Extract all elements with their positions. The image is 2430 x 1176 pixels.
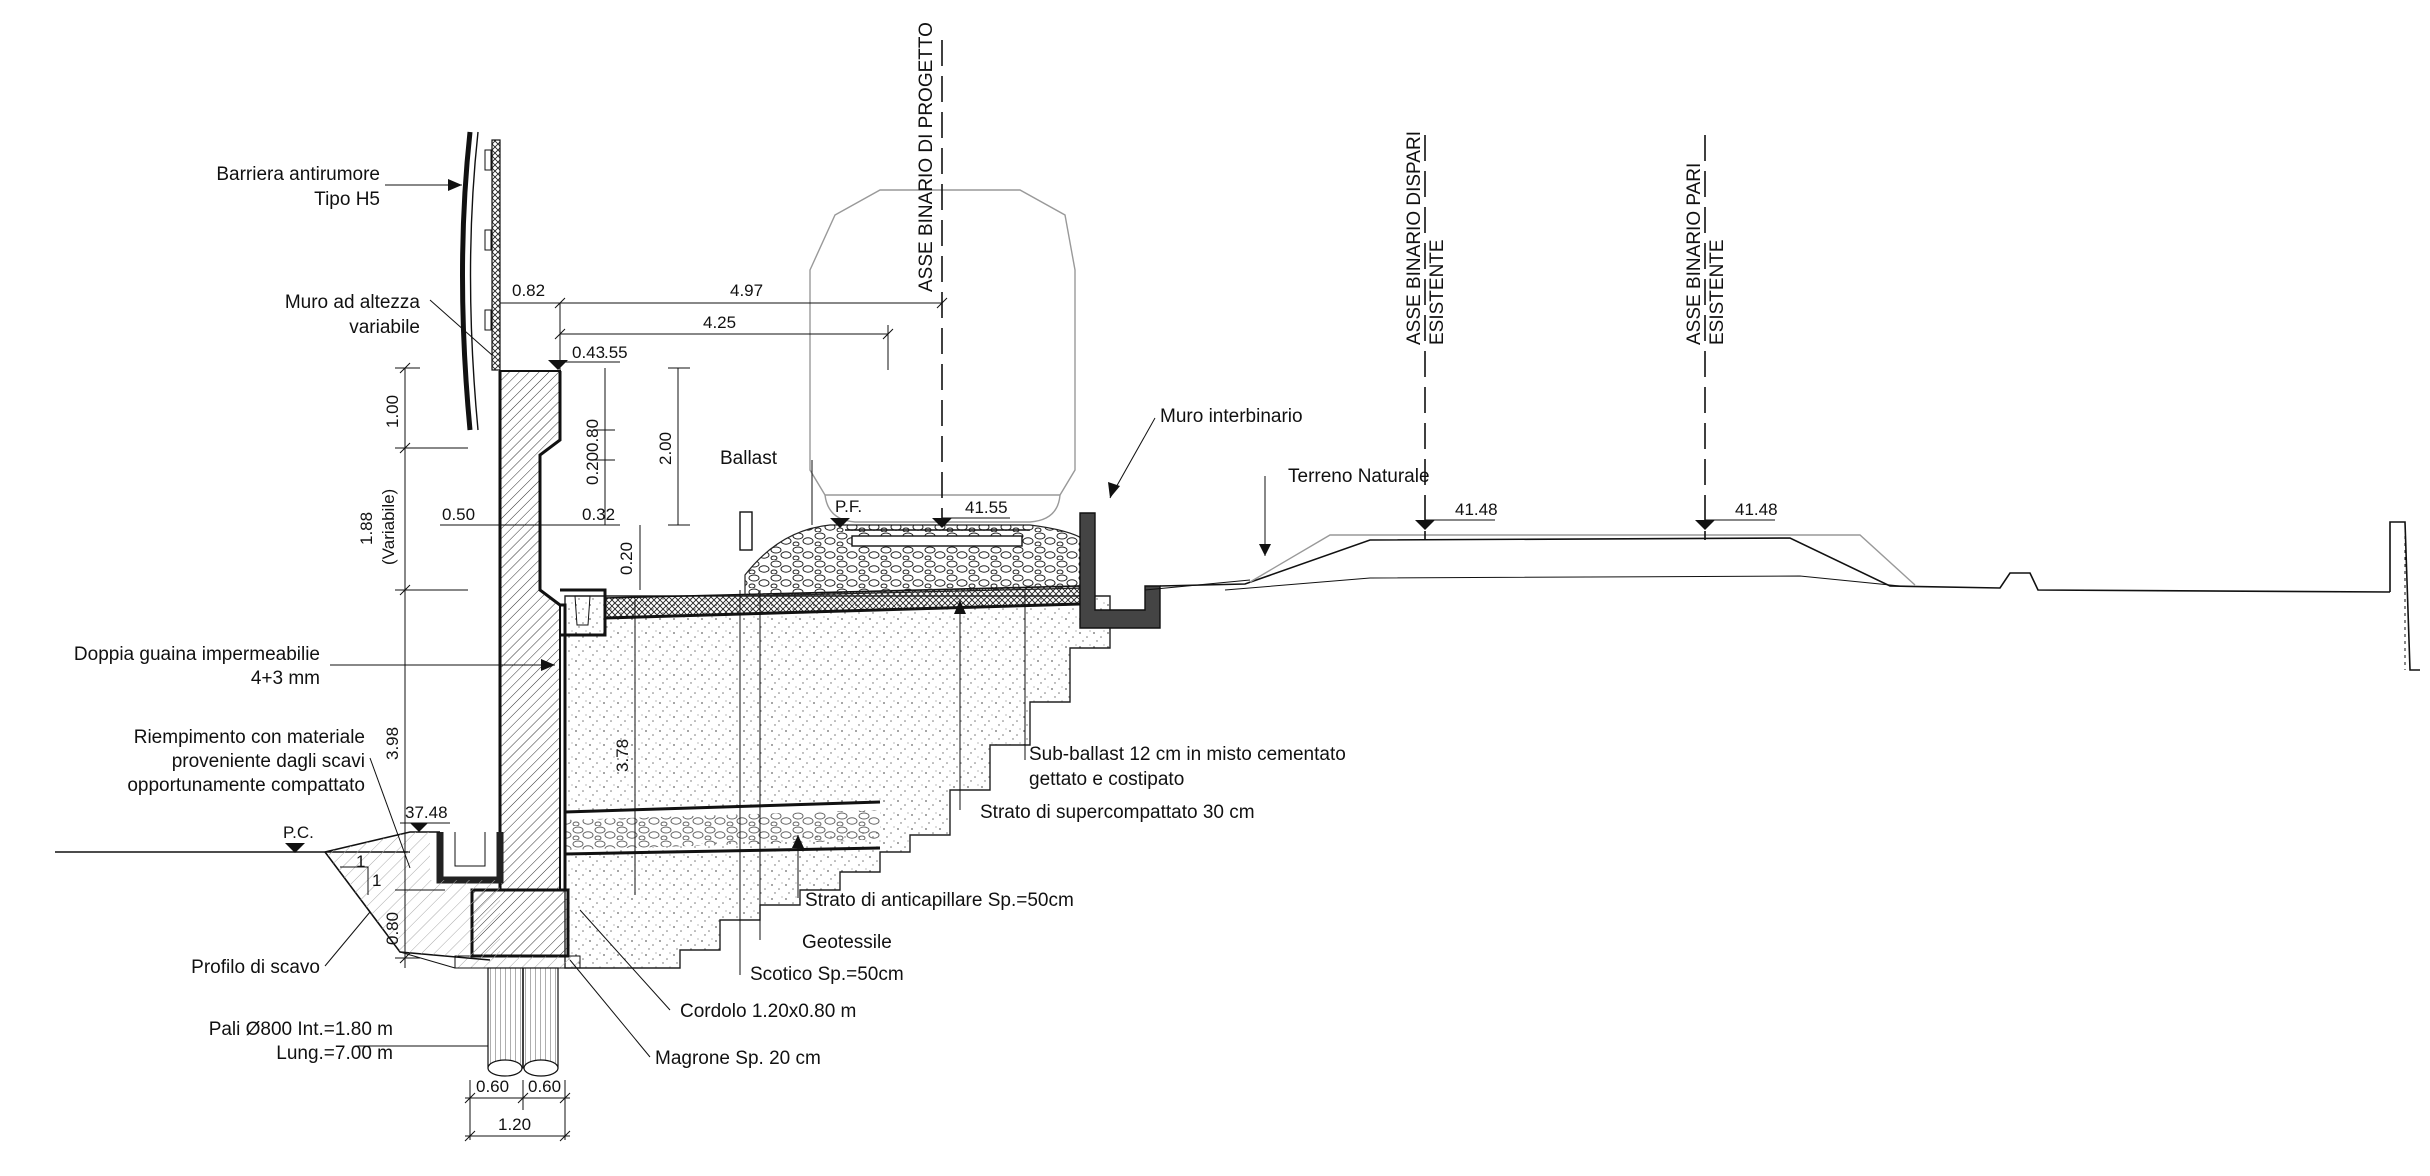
dim-080-a: 0.80 <box>583 419 602 452</box>
supercompattato-label: Strato di supercompattato 30 cm <box>980 802 1255 823</box>
riempimento-label-3: opportunamente compattato <box>127 775 365 796</box>
dim-398: 3.98 <box>383 727 402 760</box>
riempimento-label-1: Riempimento con materiale <box>134 727 365 748</box>
dim-378: 3.78 <box>613 739 632 772</box>
asse-progetto-label: ASSE BINARIO DI PROGETTO <box>916 22 937 292</box>
elevation-markers <box>285 360 1775 853</box>
magrone-label: Magrone Sp. 20 cm <box>655 1048 821 1069</box>
dim-497: 4.97 <box>730 281 763 300</box>
noise-barrier <box>460 131 501 431</box>
pali-label-1: Pali Ø800 Int.=1.80 m <box>209 1019 393 1040</box>
pali-label-2: Lung.=7.00 m <box>276 1043 393 1064</box>
asse-dispari-label-2: ESISTENTE <box>1427 239 1448 345</box>
dim-043: 0.43 <box>572 343 605 362</box>
dim-055: .55 <box>604 343 628 362</box>
drain-channel <box>560 588 607 637</box>
slope-1-b: 1 <box>372 871 381 890</box>
dim-080-b: 0.80 <box>383 912 402 945</box>
guaina-label-1: Doppia guaina impermeabilie <box>74 644 320 665</box>
muro-label-1: Muro ad altezza <box>285 292 421 313</box>
pc-label: P.C. <box>283 823 314 842</box>
profilo-scavo-label: Profilo di scavo <box>191 957 320 978</box>
asse-pari-label-1: ASSE BINARIO PARI <box>1684 163 1705 345</box>
muro-label-2: variabile <box>349 317 420 338</box>
track-axes <box>941 40 1706 540</box>
muro-interbinario <box>1079 512 1161 629</box>
barriera-label-1: Barriera antirumore <box>216 164 380 185</box>
dim-060-a: 0.60 <box>476 1077 509 1096</box>
barriera-label-2: Tipo H5 <box>314 189 380 210</box>
dim-100: 1.00 <box>383 395 402 428</box>
dim-020-b: 0.20 <box>617 542 636 575</box>
asse-dispari-label-1: ASSE BINARIO DISPARI <box>1404 131 1425 345</box>
dim-050: 0.50 <box>442 505 475 524</box>
dimension-lines <box>395 295 948 1142</box>
elevation-3748: 37.48 <box>405 803 448 822</box>
retaining-wall <box>454 370 581 1077</box>
muro-interbinario-label: Muro interbinario <box>1160 406 1303 427</box>
embankment <box>564 595 1111 969</box>
elevation-4155: 41.55 <box>965 498 1008 517</box>
dim-032: 0.32 <box>582 505 615 524</box>
asse-pari-label-2: ESISTENTE <box>1707 239 1728 345</box>
guaina-label-2: 4+3 mm <box>251 668 320 689</box>
pf-label: P.F. <box>835 497 862 516</box>
sub-ballast-label-2: gettato e costipato <box>1029 769 1184 790</box>
dim-200: 2.00 <box>656 432 675 465</box>
anticapillare-label: Strato di anticapillare Sp.=50cm <box>805 890 1074 911</box>
dim-425: 4.25 <box>703 313 736 332</box>
dim-variabile: (Variabile) <box>379 489 398 565</box>
elevation-4148-b: 41.48 <box>1735 500 1778 519</box>
scotico-label: Scotico Sp.=50cm <box>750 964 904 985</box>
leader-lines <box>324 179 1271 1058</box>
annotations: Barriera antirumore Tipo H5 Muro ad alte… <box>74 22 1778 1134</box>
dim-082: 0.82 <box>512 281 545 300</box>
ballast <box>744 524 1086 597</box>
geotessile-label: Geotessile <box>802 932 892 953</box>
terreno-naturale-label: Terreno Naturale <box>1288 466 1430 487</box>
elevation-4148-a: 41.48 <box>1455 500 1498 519</box>
left-ground <box>55 831 500 969</box>
dim-120: 1.20 <box>498 1115 531 1134</box>
left-channel <box>436 832 504 884</box>
riempimento-label-2: proveniente dagli scavi <box>172 751 365 772</box>
edge-post <box>739 511 753 551</box>
cordolo-label: Cordolo 1.20x0.80 m <box>680 1001 856 1022</box>
right-ground <box>1144 521 2420 671</box>
dim-060-b: 0.60 <box>528 1077 561 1096</box>
ballast-label: Ballast <box>720 448 778 469</box>
dim-188: 1.88 <box>357 512 376 545</box>
sub-ballast-label-1: Sub-ballast 12 cm in misto cementato <box>1029 744 1346 765</box>
dim-020-a: 0.20 <box>583 452 602 485</box>
slope-1-a: 1 <box>356 852 365 871</box>
